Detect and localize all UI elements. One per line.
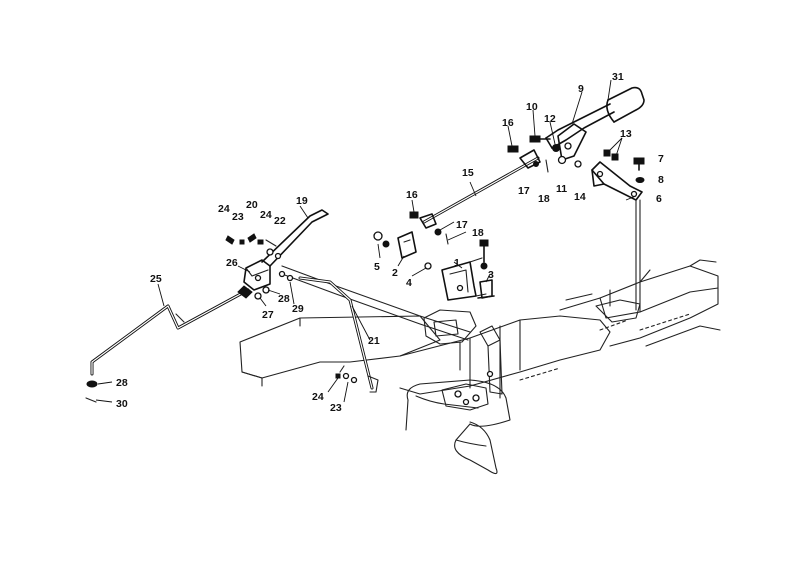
callout-6: 6 (656, 193, 662, 205)
callout-1: 1 (454, 257, 460, 269)
callout-27: 27 (262, 309, 274, 321)
bracket-1-assembly (373, 211, 495, 301)
callout-22: 22 (274, 215, 286, 227)
bracket-6-assembly (591, 149, 645, 313)
callout-30: 30 (116, 398, 128, 410)
callout-13: 13 (620, 128, 632, 140)
rod-21 (298, 276, 379, 393)
callout-10: 10 (526, 101, 538, 113)
rod-25-end-hardware (85, 380, 98, 403)
rod-25 (90, 285, 253, 376)
callout-16: 16 (406, 189, 418, 201)
callout-25: 25 (150, 273, 162, 285)
shift-lever-9 (545, 86, 645, 161)
callout-9: 9 (578, 83, 584, 95)
callout-23: 23 (232, 211, 244, 223)
callout-5: 5 (374, 261, 380, 273)
callout-24: 24 (312, 391, 324, 403)
rod-15 (419, 149, 541, 229)
rod-21-hardware (335, 365, 358, 384)
callout-14: 14 (574, 191, 586, 203)
callout-17: 17 (456, 219, 468, 231)
callout-18: 18 (538, 193, 550, 205)
callout-16: 16 (502, 117, 514, 129)
callout-4: 4 (406, 277, 412, 289)
callout-24: 24 (260, 209, 272, 221)
callout-28: 28 (278, 293, 290, 305)
callout-31: 31 (612, 71, 624, 83)
callout-24: 24 (218, 203, 230, 215)
callout-26: 26 (226, 257, 238, 269)
callout-2: 2 (392, 267, 398, 279)
callout-18: 18 (472, 227, 484, 239)
callout-28: 28 (116, 377, 128, 389)
callout-15: 15 (462, 167, 474, 179)
callout-20: 20 (246, 199, 258, 211)
callout-17: 17 (518, 185, 530, 197)
callout-7: 7 (658, 153, 664, 165)
callout-11: 11 (556, 183, 567, 195)
pivot-shaft (281, 265, 471, 341)
callout-8: 8 (658, 174, 664, 186)
callout-leaders (95, 79, 637, 403)
callout-12: 12 (544, 113, 556, 125)
callout-21: 21 (368, 335, 380, 347)
mower-frame-outline (239, 259, 721, 475)
callout-3: 3 (488, 269, 494, 281)
callout-labels: 31 9 10 12 16 13 7 8 17 18 11 14 6 15 16… (116, 71, 664, 414)
callout-29: 29 (292, 303, 304, 315)
callout-23: 23 (330, 402, 342, 414)
lever-hardware (507, 135, 582, 173)
callout-19: 19 (296, 195, 308, 207)
